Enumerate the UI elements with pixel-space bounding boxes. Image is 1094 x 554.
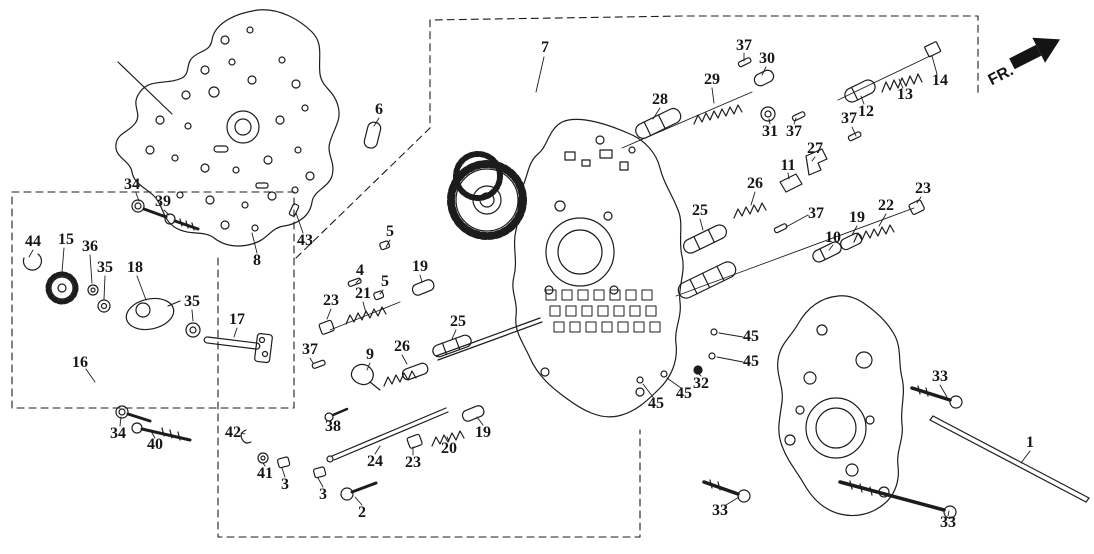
callout-32: 32 xyxy=(693,375,709,392)
bolts-left xyxy=(115,199,200,442)
callout-23-b: 23 xyxy=(323,292,339,309)
callout-23-a: 23 xyxy=(915,180,931,197)
callout-43: 43 xyxy=(297,232,313,249)
callout-2: 2 xyxy=(358,504,366,521)
callout-37-d: 37 xyxy=(808,205,824,222)
callout-19-b: 19 xyxy=(412,258,428,275)
callout-35-a: 35 xyxy=(97,259,113,276)
fr-arrow-icon: FR. xyxy=(986,37,1061,89)
callout-25-a: 25 xyxy=(692,202,708,219)
dashed-boundaries xyxy=(11,15,979,538)
callout-42: 42 xyxy=(225,424,241,441)
callout-4: 4 xyxy=(356,262,364,279)
midleft-valve-train xyxy=(311,121,472,391)
callout-40: 40 xyxy=(147,436,163,453)
callout-10: 10 xyxy=(825,229,841,246)
callout-3-b: 3 xyxy=(319,486,327,503)
callout-45-c: 45 xyxy=(743,328,759,345)
callout-19-a: 19 xyxy=(849,209,865,226)
callout-37-e: 37 xyxy=(302,341,318,358)
callout-37-b: 37 xyxy=(841,110,857,127)
callout-28: 28 xyxy=(652,91,668,108)
governor-group xyxy=(22,253,273,364)
callout-13: 13 xyxy=(897,86,913,103)
callout-33-a: 33 xyxy=(932,368,948,385)
callout-34-a: 34 xyxy=(124,176,140,193)
idler-gear xyxy=(447,151,527,240)
main-valve-body xyxy=(512,118,684,418)
callout-7: 7 xyxy=(541,39,549,56)
callout-34-b: 34 xyxy=(110,425,126,442)
callout-15: 15 xyxy=(58,231,74,248)
callout-19-c: 19 xyxy=(475,424,491,441)
callout-12: 12 xyxy=(858,103,874,120)
callout-35-b: 35 xyxy=(184,293,200,310)
callout-22: 22 xyxy=(878,197,894,214)
right-valve-train xyxy=(675,199,925,299)
callout-16: 16 xyxy=(72,354,88,371)
callout-24: 24 xyxy=(367,453,383,470)
callout-29: 29 xyxy=(704,71,720,88)
callout-1: 1 xyxy=(1026,434,1034,451)
leader-lines xyxy=(28,52,1031,517)
callout-30: 30 xyxy=(759,50,775,67)
fr-label: FR. xyxy=(986,62,1017,89)
bolts-right-and-shaft xyxy=(702,385,1090,519)
callout-44: 44 xyxy=(25,233,41,250)
callout-3-a: 3 xyxy=(281,476,289,493)
callout-20: 20 xyxy=(441,440,457,457)
callout-45-a: 45 xyxy=(676,385,692,402)
check-ball-screws xyxy=(636,328,718,384)
callout-25-b: 25 xyxy=(450,313,466,330)
separator-plate xyxy=(115,9,340,247)
callout-27: 27 xyxy=(807,140,823,157)
callout-18: 18 xyxy=(127,259,143,276)
callout-41: 41 xyxy=(257,465,273,482)
callout-45-d: 45 xyxy=(743,353,759,370)
callout-5-a: 5 xyxy=(386,223,394,240)
upper-right-valve-train xyxy=(621,41,942,193)
rear-cover-plate xyxy=(777,295,905,517)
callout-5-b: 5 xyxy=(381,273,389,290)
callout-38: 38 xyxy=(325,418,341,435)
callout-6: 6 xyxy=(375,101,383,118)
callout-33-c: 33 xyxy=(940,514,956,531)
callout-21: 21 xyxy=(355,285,371,302)
callout-9: 9 xyxy=(366,346,374,363)
callout-14: 14 xyxy=(932,72,948,89)
callout-17: 17 xyxy=(229,311,245,328)
callout-39: 39 xyxy=(155,193,171,210)
callout-26-a: 26 xyxy=(747,175,763,192)
callout-33-b: 33 xyxy=(712,502,728,519)
callout-23-c: 23 xyxy=(405,454,421,471)
callout-11: 11 xyxy=(780,157,796,174)
callout-36: 36 xyxy=(82,238,98,255)
callout-37-a: 37 xyxy=(736,37,752,54)
lower-centre-parts xyxy=(240,317,543,501)
callout-37-c: 37 xyxy=(786,123,802,140)
callout-45-b: 45 xyxy=(648,395,664,412)
callout-31: 31 xyxy=(762,123,778,140)
callout-26-b: 26 xyxy=(394,338,410,355)
callout-8: 8 xyxy=(253,252,261,269)
